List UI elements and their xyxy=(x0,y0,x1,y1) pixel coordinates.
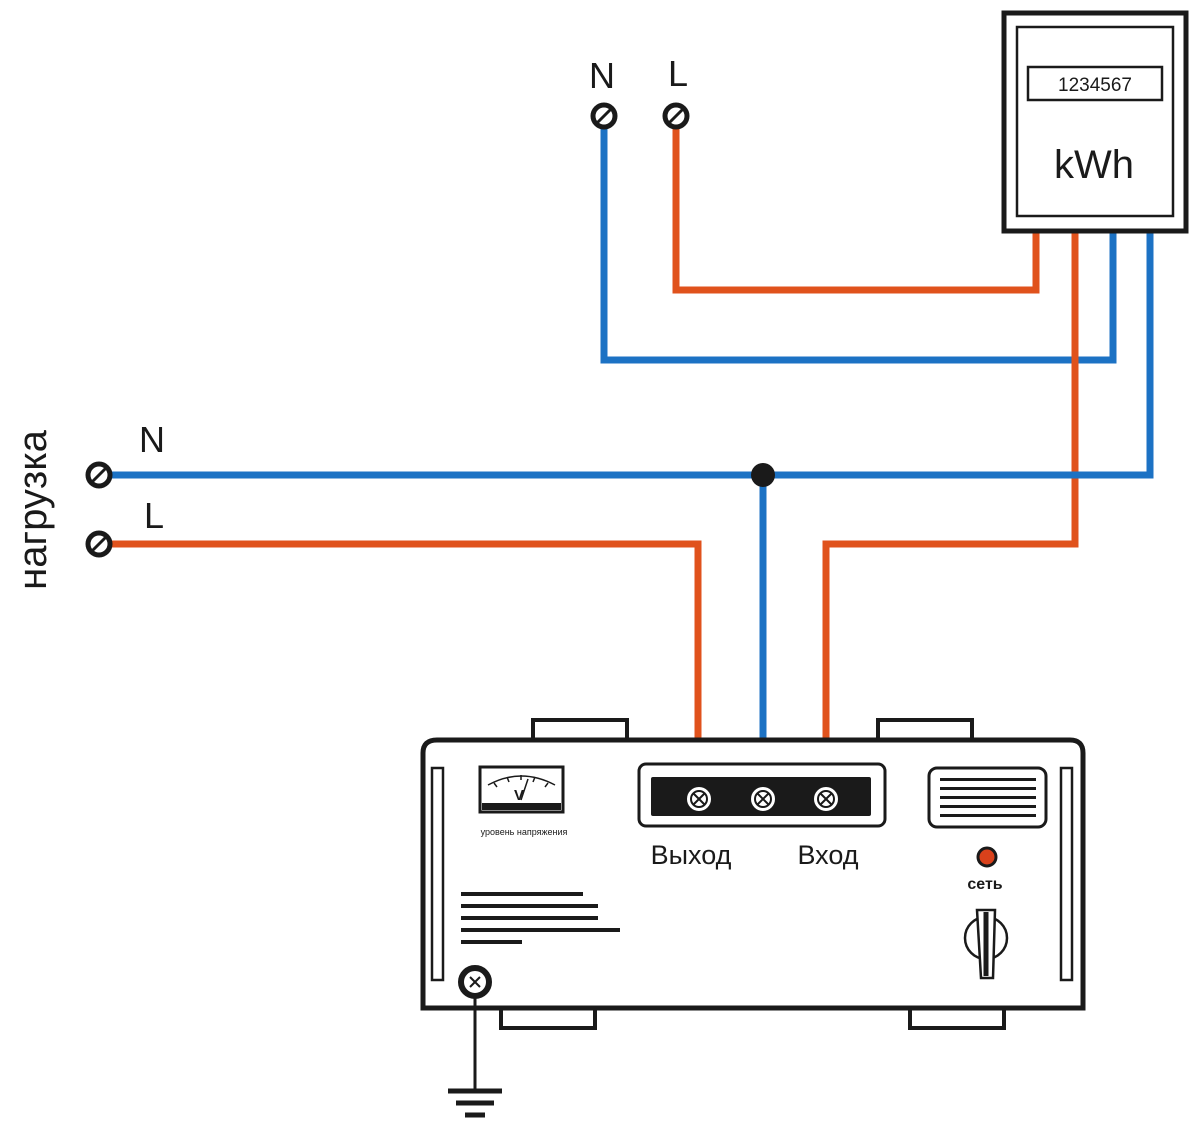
terminal-screw-icon xyxy=(662,102,690,130)
wire-supply-live xyxy=(672,126,1040,294)
output-terminal-label: Выход xyxy=(651,840,732,870)
stabilizer-side-rail-right xyxy=(1059,766,1074,982)
wire-supply-neutral xyxy=(600,126,1117,364)
electricity-meter: 1234567 kWh xyxy=(1001,10,1189,234)
stabilizer-body xyxy=(420,737,1086,1011)
ground-icon xyxy=(448,996,502,1118)
meter-unit: kWh xyxy=(1054,143,1134,187)
voltmeter-caption: уровень напряжения xyxy=(481,827,568,837)
stabilizer-side-rail-left xyxy=(430,766,445,982)
wire-meter-neutral-out xyxy=(110,228,1154,479)
power-led-label: сеть xyxy=(967,876,1002,893)
meter-reading: 1234567 xyxy=(1058,75,1132,96)
load-neutral-label: N xyxy=(139,419,165,460)
voltmeter-symbol: V xyxy=(514,787,524,804)
terminal-screw-icon[interactable] xyxy=(685,785,713,813)
supply-terminals: N L xyxy=(589,53,690,130)
input-terminal-label: Вход xyxy=(797,840,858,870)
load-live-label: L xyxy=(144,495,164,536)
terminal-screw-icon[interactable] xyxy=(812,785,840,813)
terminal-screw-icon xyxy=(590,102,618,130)
rotary-switch-icon[interactable] xyxy=(963,908,1009,980)
neutral-junction-dot xyxy=(751,463,775,487)
meter-display xyxy=(1026,65,1164,102)
wires xyxy=(110,126,1154,790)
supply-neutral-label: N xyxy=(589,55,615,96)
load: нагрузка N L xyxy=(11,419,165,590)
power-led-icon xyxy=(976,846,998,868)
wire-meter-live-out xyxy=(822,228,1079,790)
terminal-screw-icon xyxy=(85,530,113,558)
ground-terminal-screw-icon[interactable] xyxy=(458,965,492,999)
nameplate-lines xyxy=(461,892,620,944)
terminal-screw-icon[interactable] xyxy=(749,785,777,813)
ventilation-grille-icon xyxy=(927,766,1048,829)
voltage-stabilizer: V уровень напряжения Выход Вход xyxy=(420,718,1086,1030)
wire-load-live xyxy=(110,540,702,790)
load-caption: нагрузка xyxy=(11,429,55,589)
voltmeter-icon xyxy=(478,765,565,814)
supply-live-label: L xyxy=(668,53,688,94)
terminal-screw-icon xyxy=(85,461,113,489)
